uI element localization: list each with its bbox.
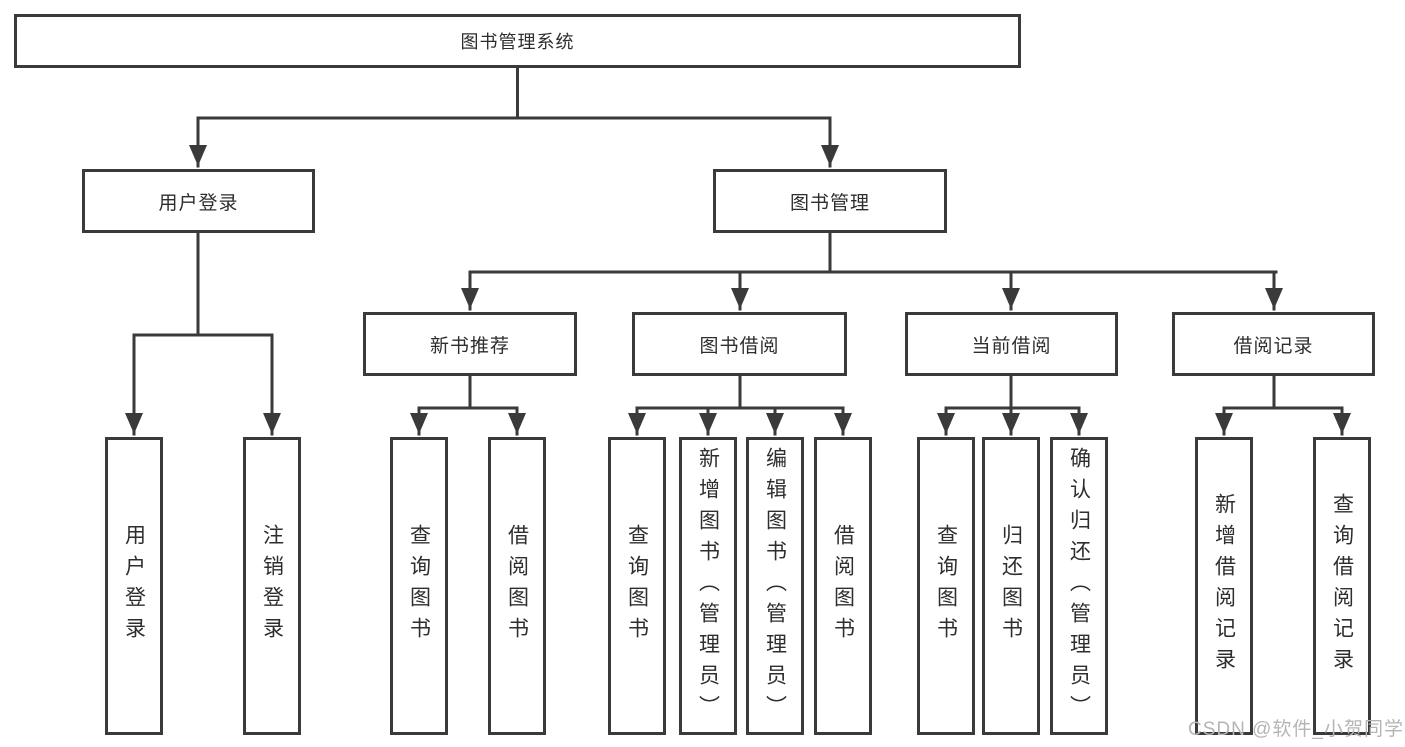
node-label: 图书借阅 — [699, 335, 780, 357]
node-new-book-recommend: 新书推荐 — [363, 312, 577, 376]
node-leaf-user-login: 用户登录 — [105, 437, 163, 735]
csdn-watermark: CSDN @软件_小贺同学 — [1188, 719, 1404, 740]
node-leaf-add-borrow-record: 新增借阅记录 — [1195, 437, 1253, 735]
node-label: 用户登录 — [158, 192, 239, 214]
node-label: 编辑图书（管理员） — [763, 446, 787, 726]
node-label: 借阅记录 — [1233, 335, 1314, 357]
node-leaf-confirm-return-admin: 确认归还（管理员） — [1050, 437, 1108, 735]
node-leaf-add-book-admin: 新增图书（管理员） — [679, 437, 737, 735]
node-label: 借阅图书 — [505, 524, 529, 648]
node-label: 归还图书 — [999, 524, 1023, 648]
connector-book-management — [461, 231, 1283, 311]
node-leaf-borrow-query-book: 查询图书 — [608, 437, 666, 735]
node-book-borrow: 图书借阅 — [632, 312, 847, 376]
node-label: 确认归还（管理员） — [1067, 446, 1091, 726]
node-leaf-edit-book-admin: 编辑图书（管理员） — [746, 437, 804, 735]
node-label: 查询图书 — [407, 524, 431, 648]
node-leaf-current-query-book: 查询图书 — [917, 437, 975, 735]
node-leaf-logout: 注销登录 — [243, 437, 301, 735]
node-borrow-record: 借阅记录 — [1172, 312, 1375, 376]
node-leaf-recommend-borrow-book: 借阅图书 — [488, 437, 546, 735]
node-label: 借阅图书 — [831, 524, 855, 648]
connector-borrow-record — [1215, 374, 1351, 436]
node-label: 注销登录 — [260, 524, 284, 648]
node-label: 新书推荐 — [429, 335, 510, 357]
node-leaf-recommend-query-book: 查询图书 — [390, 437, 448, 735]
node-label: 用户登录 — [122, 524, 146, 648]
node-label: 图书管理系统 — [460, 32, 575, 52]
connector-root — [189, 66, 839, 168]
connector-current-borrow — [937, 374, 1088, 436]
node-book-management: 图书管理 — [713, 169, 947, 233]
node-leaf-borrow-book: 借阅图书 — [814, 437, 872, 735]
node-leaf-return-book: 归还图书 — [982, 437, 1040, 735]
node-label: 新增借阅记录 — [1212, 493, 1236, 679]
node-label: 当前借阅 — [971, 335, 1052, 357]
node-label: 新增图书（管理员） — [696, 446, 720, 726]
node-label: 查询借阅记录 — [1330, 493, 1354, 679]
node-user-login: 用户登录 — [82, 169, 315, 233]
node-current-borrow: 当前借阅 — [905, 312, 1118, 376]
connector-new-book-recommend — [410, 374, 526, 436]
node-label: 查询图书 — [934, 524, 958, 648]
node-library-management-system: 图书管理系统 — [14, 14, 1021, 68]
node-leaf-query-borrow-record: 查询借阅记录 — [1313, 437, 1371, 735]
node-label: 查询图书 — [625, 524, 649, 648]
node-label: 图书管理 — [789, 192, 870, 214]
connector-book-borrow — [628, 374, 852, 436]
connector-user-login — [125, 231, 281, 436]
